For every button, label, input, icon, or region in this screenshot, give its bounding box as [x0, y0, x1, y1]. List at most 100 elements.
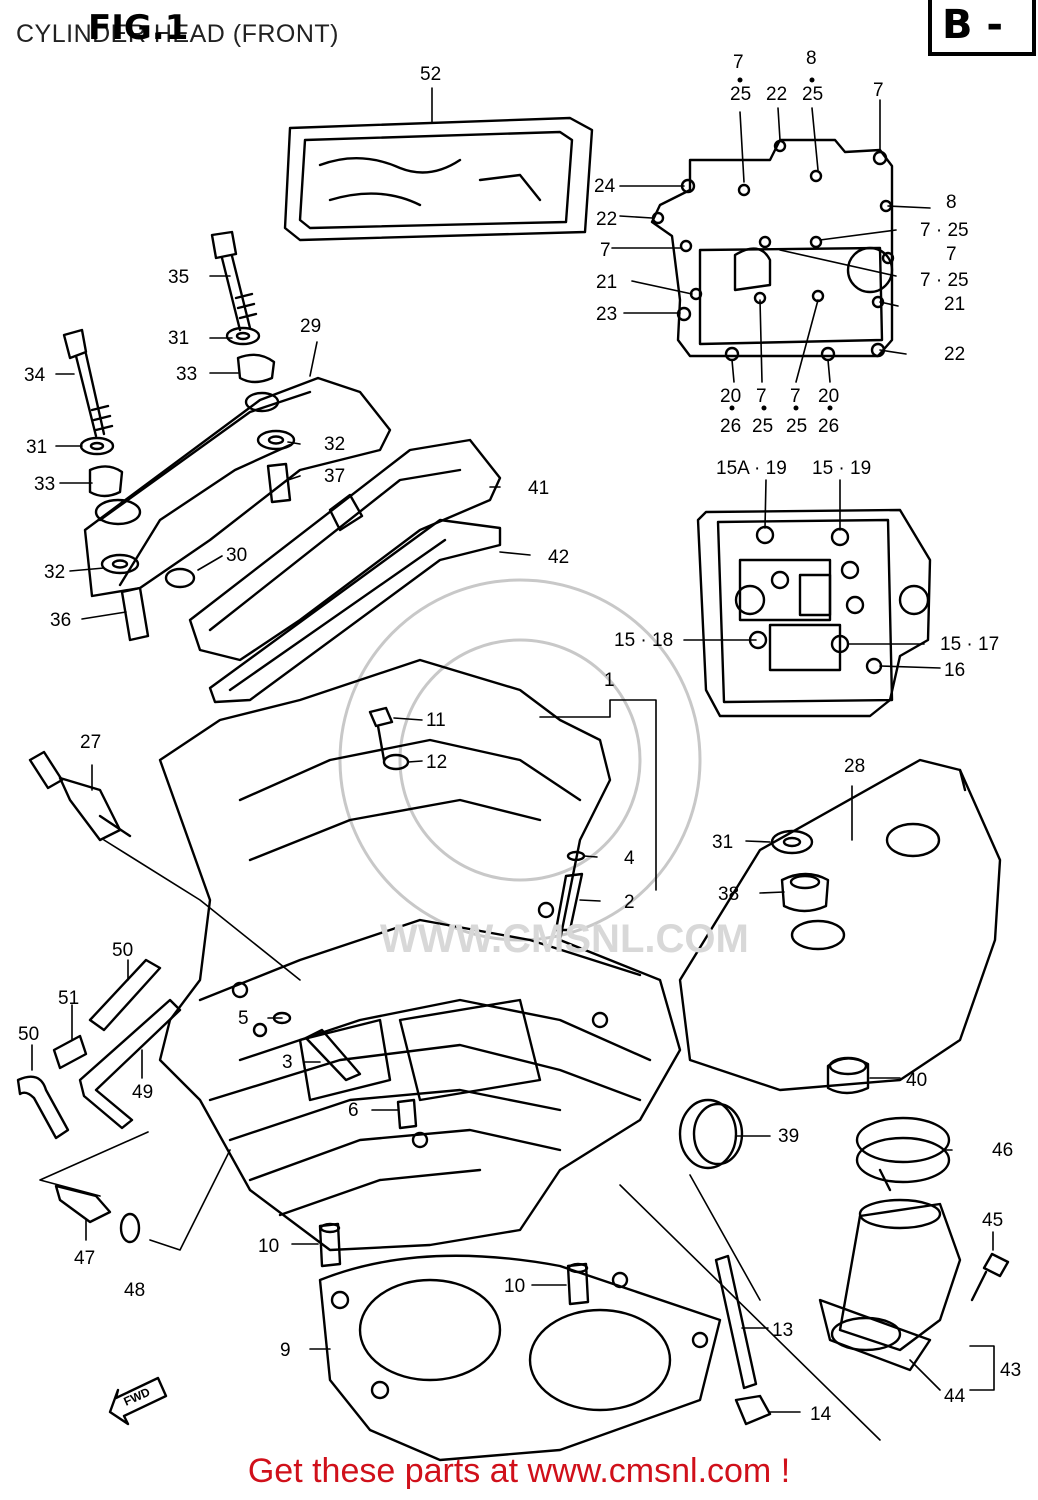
callout-15a-19: 15A · 19 [716, 458, 787, 479]
figure-label: FIG.1 [88, 8, 189, 48]
callout-36: 36 [50, 610, 71, 631]
callout-dots [729, 77, 833, 411]
callout-15-18: 15 · 18 [614, 630, 673, 651]
part-52-gasket [283, 116, 594, 242]
leader-lines [31, 87, 995, 1441]
callout-31a: 31 [168, 328, 189, 349]
part-48-washer [119, 1212, 141, 1244]
callout-20a: 20 [720, 386, 741, 407]
part-33-grommet-b [88, 465, 124, 498]
callout-21b: 21 [944, 294, 965, 315]
callout-7c: 7 [600, 240, 611, 261]
callout-22b: 22 [596, 209, 617, 230]
cmsnl-watermark [338, 578, 702, 942]
callout-25c: 25 [752, 416, 773, 437]
callout-30: 30 [226, 545, 247, 566]
part-31-washer-b [79, 436, 115, 456]
callout-44: 44 [944, 1386, 966, 1407]
callout-35: 35 [168, 267, 189, 288]
callout-24: 24 [594, 176, 616, 197]
part-35-bolt [210, 230, 258, 332]
callout-7b: 7 [873, 80, 884, 101]
callout-25b: 25 [802, 84, 823, 105]
part-3-pipe [304, 1028, 362, 1082]
callout-20b: 20 [818, 386, 839, 407]
callout-42: 42 [548, 547, 569, 568]
callout-1: 1 [604, 670, 615, 691]
callout-3: 3 [282, 1052, 293, 1073]
callout-37: 37 [324, 466, 345, 487]
part-32-washer [256, 429, 296, 451]
part-14-nut [734, 1394, 772, 1426]
part-32-washer-b [100, 553, 140, 575]
callout-32a: 32 [324, 434, 345, 455]
callout-49: 49 [132, 1082, 153, 1103]
part-41-cam-cover [188, 438, 502, 662]
callout-4: 4 [624, 848, 635, 869]
part-27-spark-plug [28, 750, 132, 842]
callout-7a: 7 [733, 52, 744, 73]
callout-46: 46 [992, 1140, 1013, 1161]
callout-7-25b: 7 · 25 [920, 270, 969, 291]
callout-51: 51 [58, 988, 79, 1009]
callout-43: 43 [1000, 1360, 1021, 1381]
part-47-sensor [54, 1184, 112, 1224]
callout-8b: 8 [946, 192, 957, 213]
callout-8a: 8 [806, 48, 817, 69]
callout-28: 28 [844, 756, 865, 777]
callout-41: 41 [528, 478, 549, 499]
part-31-washer-c [770, 829, 814, 855]
part-37-dowel [266, 462, 292, 504]
part-45-bolt [970, 1252, 1010, 1302]
part-1-cylinder-head [158, 658, 682, 1252]
callout-labels: 52 7 8 25 22 25 7 24 8 22 7 · 25 7 7 21 … [18, 48, 1021, 1425]
head-underside-view [696, 508, 932, 718]
part-36-pin [120, 586, 150, 642]
callout-27: 27 [80, 732, 101, 753]
part-10-dowel [318, 1222, 342, 1268]
part-6-dowel [396, 1098, 418, 1130]
part-40-cap [826, 1056, 870, 1095]
part-44-intake-pipe [818, 1198, 962, 1372]
callout-32b: 32 [44, 562, 65, 583]
callout-7d: 7 [946, 244, 957, 265]
section-badge: B - [928, 0, 1036, 56]
callout-14: 14 [810, 1404, 832, 1425]
callout-47: 47 [74, 1248, 95, 1269]
watermark-text: WWW.CMSNL.COM [380, 917, 749, 961]
callout-29: 29 [300, 316, 321, 337]
callout-33a: 33 [176, 364, 197, 385]
part-42-gasket [208, 518, 502, 704]
part-34-bolt [62, 328, 114, 438]
part-33-grommet [236, 353, 276, 384]
callout-40: 40 [906, 1070, 927, 1091]
callout-26a: 26 [720, 416, 741, 437]
callout-15-19: 15 · 19 [812, 458, 871, 479]
part-46-clamp [855, 1116, 951, 1192]
part-30-dowel [164, 567, 196, 589]
callout-38: 38 [718, 884, 739, 905]
callout-50a: 50 [112, 940, 133, 961]
part-49-hose [78, 998, 182, 1130]
callout-48: 48 [124, 1280, 145, 1301]
callout-52: 52 [420, 64, 441, 85]
promo-link[interactable]: Get these parts at www.cmsnl.com ! [247, 1452, 791, 1490]
part-28-side-cover [678, 758, 1002, 1092]
part-13-stud [714, 1254, 758, 1390]
callout-12: 12 [426, 752, 447, 773]
callout-21a: 21 [596, 272, 617, 293]
callout-13: 13 [772, 1320, 793, 1341]
part-31-washer [225, 326, 261, 346]
part-39-cap [678, 1098, 744, 1170]
callout-7e: 7 [756, 386, 767, 407]
part-12-washer [382, 753, 410, 771]
callout-25d: 25 [786, 416, 807, 437]
callout-10b: 10 [504, 1276, 525, 1297]
page-title: CYLINDER HEAD (FRONT) [16, 20, 340, 48]
callout-10a: 10 [258, 1236, 279, 1257]
callout-26b: 26 [818, 416, 839, 437]
part-38-grommet [780, 872, 830, 913]
callout-39: 39 [778, 1126, 799, 1147]
